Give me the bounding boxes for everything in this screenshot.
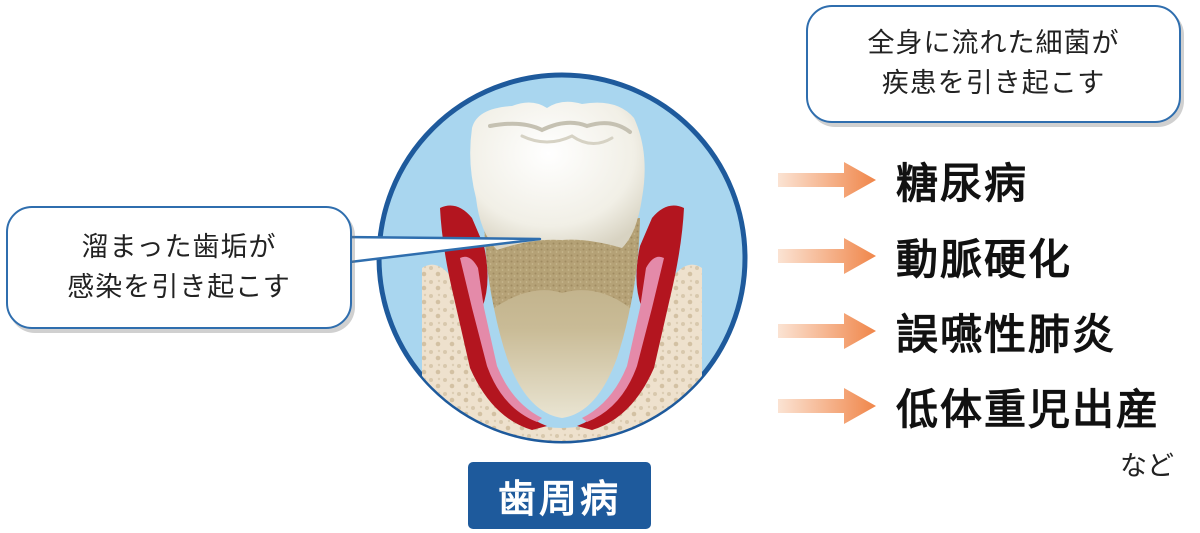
plaque-infection-callout: 溜まった歯垢が 感染を引き起こす [6,206,352,329]
callout-right-line1: 全身に流れた細菌が [867,28,1120,59]
title-badge: 歯周病 [468,462,651,529]
disease-item: 低体重児出産 [778,376,1160,436]
tooth-illustration [376,72,748,444]
disease-item: 糖尿病 [778,150,1028,210]
gum-inner-right [582,256,664,422]
jaw-bone [422,264,702,441]
callout-left-line2: 感染を引き起こす [67,271,291,303]
callout-right-line2: 疾患を引き起こす [881,68,1106,99]
tooth-crown [470,101,645,250]
page-title: 歯周病 [497,477,621,521]
callout-left-line1: 溜まった歯垢が [81,231,277,263]
arrow-right-icon [778,238,876,274]
arrow-right-icon [778,162,876,198]
callout-pointer [340,235,542,265]
arrow-right-icon [778,313,876,349]
disease-item: 誤嚥性肺炎 [778,301,1116,361]
disease-label: 糖尿病 [896,158,1029,208]
disease-label: 低体重児出産 [896,384,1161,434]
disease-label: 誤嚥性肺炎 [896,309,1117,359]
bacteria-disease-callout: 全身に流れた細菌が 疾患を引き起こす [806,5,1181,123]
arrow-right-icon [778,388,876,424]
disease-label: 動脈硬化 [896,234,1073,284]
etc-label: など [1120,451,1174,482]
disease-item: 動脈硬化 [778,226,1072,286]
gum-inner-left [460,256,542,422]
